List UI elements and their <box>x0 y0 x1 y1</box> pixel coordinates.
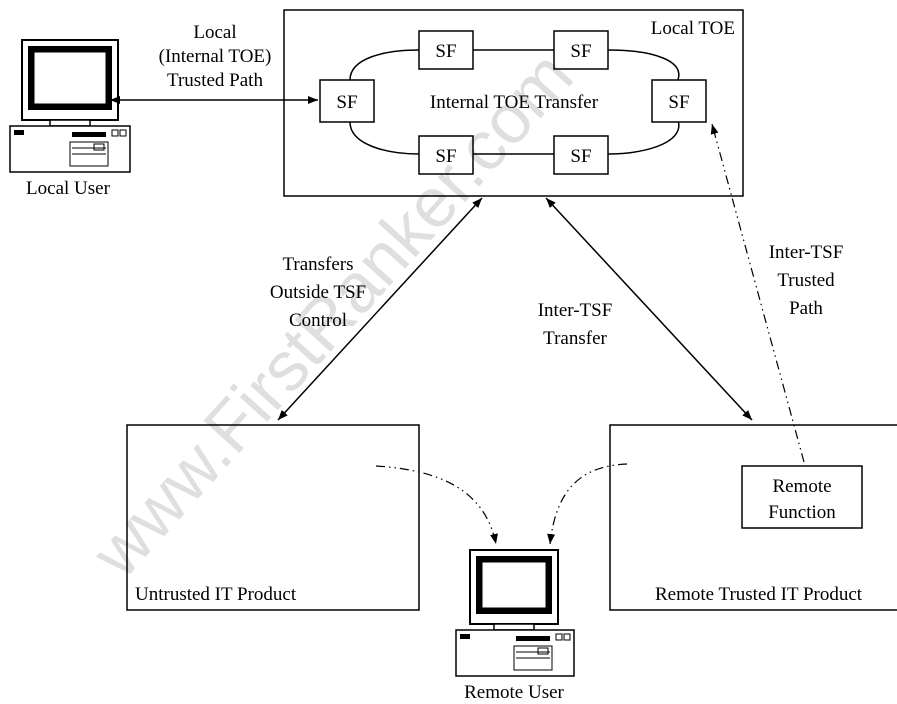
svg-text:Inter-TSF: Inter-TSF <box>769 242 844 263</box>
sf-node-top-1: SF <box>419 31 473 69</box>
svg-text:Path: Path <box>789 298 823 319</box>
svg-text:Local: Local <box>193 22 236 43</box>
local-user-label: Local User <box>26 178 111 199</box>
svg-text:(Internal TOE): (Internal TOE) <box>159 46 272 67</box>
svg-text:SF: SF <box>668 92 689 113</box>
svg-text:SF: SF <box>336 92 357 113</box>
local-toe-title: Local TOE <box>651 18 735 39</box>
remote-user-label: Remote User <box>464 682 564 703</box>
sf-node-right: SF <box>652 80 706 122</box>
svg-text:SF: SF <box>435 41 456 62</box>
svg-text:SF: SF <box>570 41 591 62</box>
svg-text:SF: SF <box>570 146 591 167</box>
svg-text:Inter-TSF: Inter-TSF <box>538 300 613 321</box>
inter-tsf-transfer-label: Inter-TSF Transfer <box>538 300 613 349</box>
local-user-computer-icon <box>10 40 130 172</box>
untrusted-product-label: Untrusted IT Product <box>135 584 297 605</box>
svg-text:Remote: Remote <box>772 476 831 497</box>
svg-text:Transfer: Transfer <box>543 328 607 349</box>
remote-trusted-product-label: Remote Trusted IT Product <box>655 584 863 605</box>
sf-node-left: SF <box>320 80 374 122</box>
trusted-to-remote-user-arrow <box>550 464 627 544</box>
svg-text:Trusted: Trusted <box>777 270 835 291</box>
svg-text:Trusted Path: Trusted Path <box>167 70 263 91</box>
sf-node-top-2: SF <box>554 31 608 69</box>
inter-tsf-trusted-path-label: Inter-TSF Trusted Path <box>769 242 844 319</box>
remote-user-computer-icon <box>456 550 574 676</box>
sf-node-bottom-2: SF <box>554 136 608 174</box>
svg-text:Function: Function <box>768 502 836 523</box>
local-trusted-path-label: Local (Internal TOE) Trusted Path <box>159 22 272 91</box>
